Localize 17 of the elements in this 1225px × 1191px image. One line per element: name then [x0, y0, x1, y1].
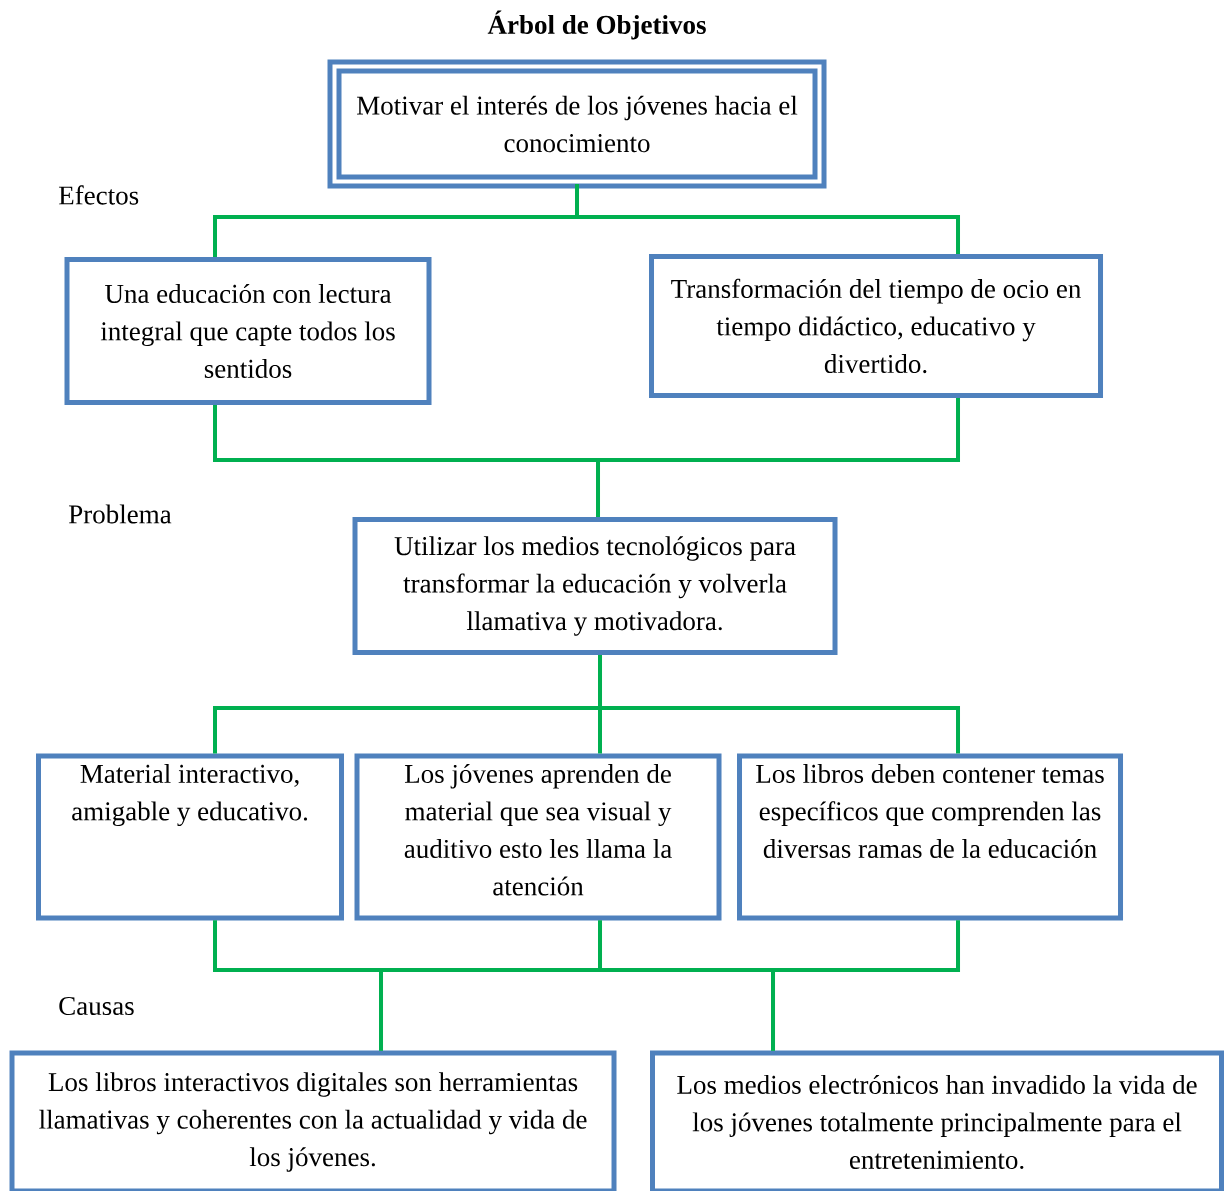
title: Árbol de Objetivos [487, 10, 706, 40]
text-box: Los medios electrónicos han invadido la vida de los jóvenes totalmente principalmente para el entretenimiento. [650, 1050, 1224, 1191]
connector-line [575, 184, 960, 254]
connector-line [596, 398, 960, 517]
text-box: Una educación con lectura integral que capte todos los sentidos [64, 257, 432, 405]
text-box: Material interactivo, amigable y educativo. [36, 753, 344, 921]
text-box: Los jóvenes aprenden de material que sea visual y auditivo esto les llama la atención [354, 753, 722, 921]
text-box: Motivar el interés de los jóvenes hacia el conocimiento [327, 59, 827, 189]
text-box: Utilizar los medios tecnológicos para transformar la educación y volverla llamativa y motivadora. [352, 517, 838, 655]
text-box: Los libros deben contener temas específicos que comprenden las diversas ramas de la educación [737, 753, 1123, 921]
section-label: Efectos [59, 185, 139, 205]
connector-line [771, 920, 960, 1051]
section-label: Causas [59, 996, 134, 1016]
text-box: Transformación del tiempo de ocio en tiempo didáctico, educativo y divertido. [649, 254, 1103, 398]
section-label: Problema [69, 504, 172, 524]
connector-line [598, 655, 960, 754]
text-box: Los libros interactivos digitales son herramientas llamativas y coherentes con la actualidad y vida de los jóvenes. [9, 1050, 617, 1191]
